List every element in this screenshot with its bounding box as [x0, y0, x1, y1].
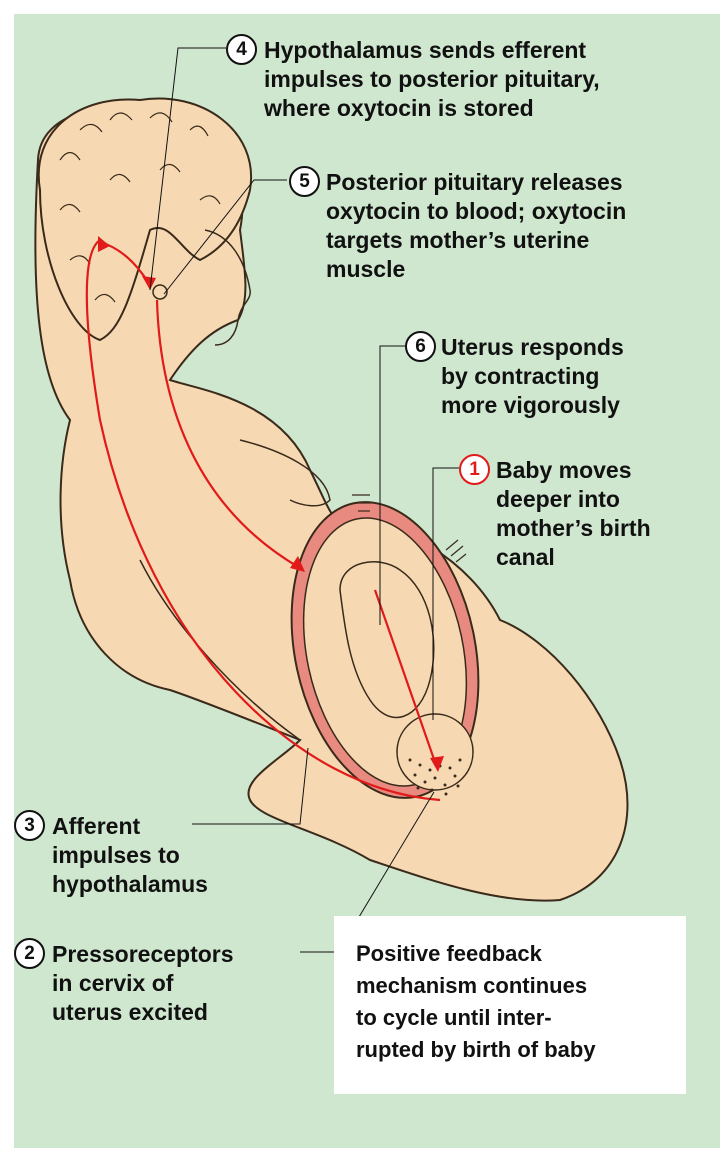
- step-1-text: Baby moves deeper into mother’s birth ca…: [496, 456, 716, 572]
- step-1-badge: 1: [459, 454, 490, 485]
- step-3-badge: 3: [14, 810, 45, 841]
- step-6-text: Uterus responds by contracting more vigo…: [441, 333, 711, 420]
- step-5-text: Posterior pituitary releases oxytocin to…: [326, 168, 720, 284]
- step-4-text: Hypothalamus sends efferent impulses to …: [264, 36, 714, 123]
- step-2-badge: 2: [14, 938, 45, 969]
- feedback-note-box: Positive feedback mechanism continues to…: [334, 916, 686, 1094]
- step-6-badge: 6: [405, 331, 436, 362]
- step-2-text: Pressoreceptors in cervix of uterus exci…: [52, 940, 312, 1027]
- step-4-badge: 4: [226, 34, 257, 65]
- pituitary-gland: [153, 285, 167, 299]
- step-3-text: Afferent impulses to hypothalamus: [52, 812, 272, 899]
- feedback-note-text: Positive feedback mechanism continues to…: [356, 938, 676, 1066]
- step-5-badge: 5: [289, 166, 320, 197]
